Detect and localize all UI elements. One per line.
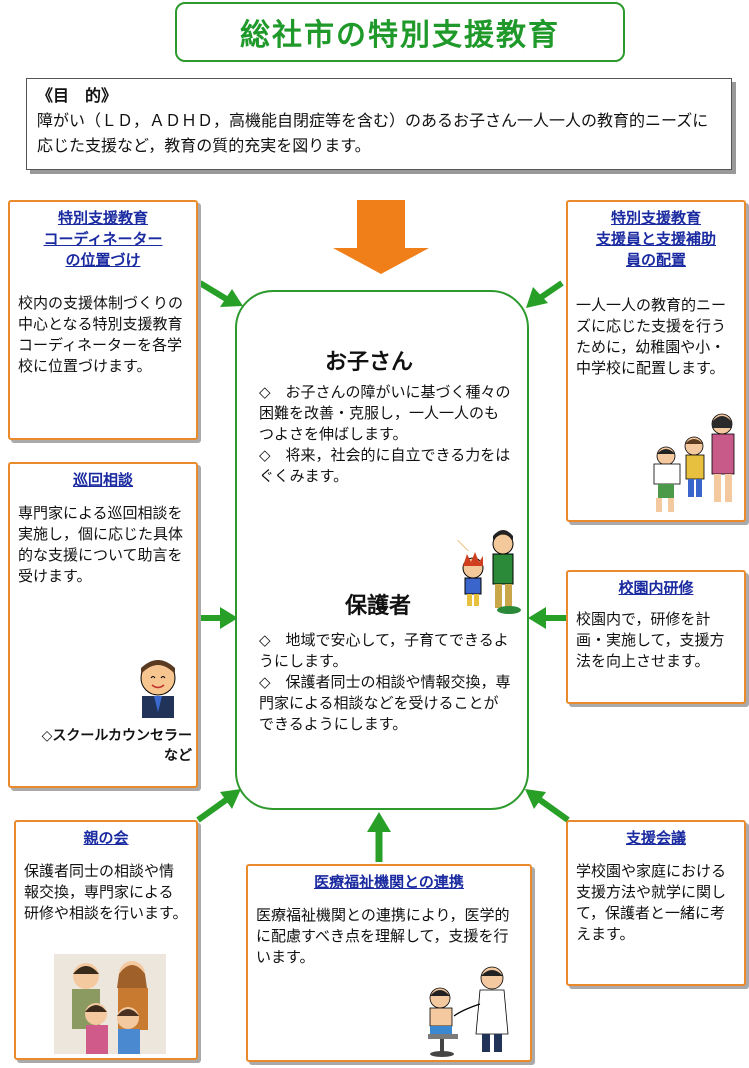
- parent-child-illustration: ＼: [457, 530, 521, 614]
- svg-text:＼: ＼: [457, 539, 469, 553]
- family-illustration: [54, 954, 166, 1054]
- meeting-text: 学校園や家庭における支援方法や就学に関して，保護者と一緒に考えます。: [576, 862, 727, 943]
- medical-text: 医療福祉機関との連携により，医学的に配慮すべき点を理解して，支援を行います。: [256, 906, 510, 966]
- visiting-box: 巡回相談 専門家による巡回相談を実施し，個に応じた具体的な支援について助言を受け…: [8, 462, 198, 788]
- parent-heading: 保護者: [345, 594, 412, 619]
- down-arrow-icon: [333, 200, 429, 274]
- page-title: 総社市の特別支援教育: [175, 2, 625, 62]
- purpose-heading: 《目 的》: [37, 86, 118, 105]
- medical-heading: 医療福祉機関との連携: [314, 873, 464, 891]
- support-staff-heading: 特別支援教育 支援員と支援補助 員の配置: [595, 209, 716, 269]
- coordinator-heading: 特別支援教育 コーディネーター の位置づけ: [43, 209, 163, 269]
- training-heading: 校園内研修: [618, 579, 694, 597]
- coordinator-box: 特別支援教育 コーディネーター の位置づけ 校内の支援体制づくりの中心となる特別…: [8, 200, 198, 440]
- training-text: 校園内で，研修を計画・実施して，支援方法を向上させます。: [576, 610, 725, 670]
- purpose-box: 《目 的》 障がい（ＬＤ，ＡＤＨＤ，高機能自閉症等を含む）のあるお子さん一人一人…: [26, 78, 732, 170]
- parents-group-box: 親の会 保護者同士の相談や情報交換，専門家による研修や相談を行います。: [14, 820, 198, 1060]
- child-text: ◇ お子さんの障がいに基づく種々の困難を改善・克服し，一人一人のもつよさを伸ばし…: [259, 383, 511, 485]
- parents-group-heading: 親の会: [83, 829, 129, 847]
- parents-group-text: 保護者同士の相談や情報交換，専門家による研修や相談を行います。: [24, 862, 188, 922]
- center-box: お子さん ◇ お子さんの障がいに基づく種々の困難を改善・克服し，一人一人のもつよ…: [235, 290, 529, 810]
- support-staff-text: 一人一人の教育的ニーズに応じた支援を行うために，幼稚園や小・中学校に配置します。: [576, 296, 727, 377]
- meeting-box: 支援会議 学校園や家庭における支援方法や就学に関して，保護者と一緒に考えます。: [566, 820, 746, 986]
- meeting-heading: 支援会議: [625, 829, 686, 847]
- purpose-text: 障がい（ＬＤ，ＡＤＨＤ，高機能自閉症等を含む）のあるお子さん一人一人の教育的ニー…: [37, 111, 709, 155]
- parent-text: ◇ 地域で安心して，子育てできるようにします。 ◇ 保護者同士の相談や情報交換，…: [259, 631, 511, 733]
- child-heading: お子さん: [325, 350, 414, 375]
- coordinator-text: 校内の支援体制づくりの中心となる特別支援教育コーディネーターを各学校に位置づけま…: [18, 294, 184, 375]
- support-staff-box: 特別支援教育 支援員と支援補助 員の配置 一人一人の教育的ニーズに応じた支援を行…: [566, 200, 746, 522]
- training-box: 校園内研修 校園内で，研修を計画・実施して，支援方法を向上させます。: [566, 570, 746, 704]
- counselor-illustration: [140, 660, 176, 718]
- visiting-text: 専門家による巡回相談を実施し，個に応じた具体的な支援について助言を受けます。: [18, 504, 184, 585]
- doctor-child-illustration: [428, 966, 509, 1057]
- visiting-heading: 巡回相談: [72, 471, 133, 489]
- teacher-children-illustration: [653, 413, 735, 512]
- counselor-note: ◇スクールカウンセラー など: [41, 728, 192, 764]
- medical-box: 医療福祉機関との連携 医療福祉機関との連携により，医学的に配慮すべき点を理解して…: [246, 864, 532, 1062]
